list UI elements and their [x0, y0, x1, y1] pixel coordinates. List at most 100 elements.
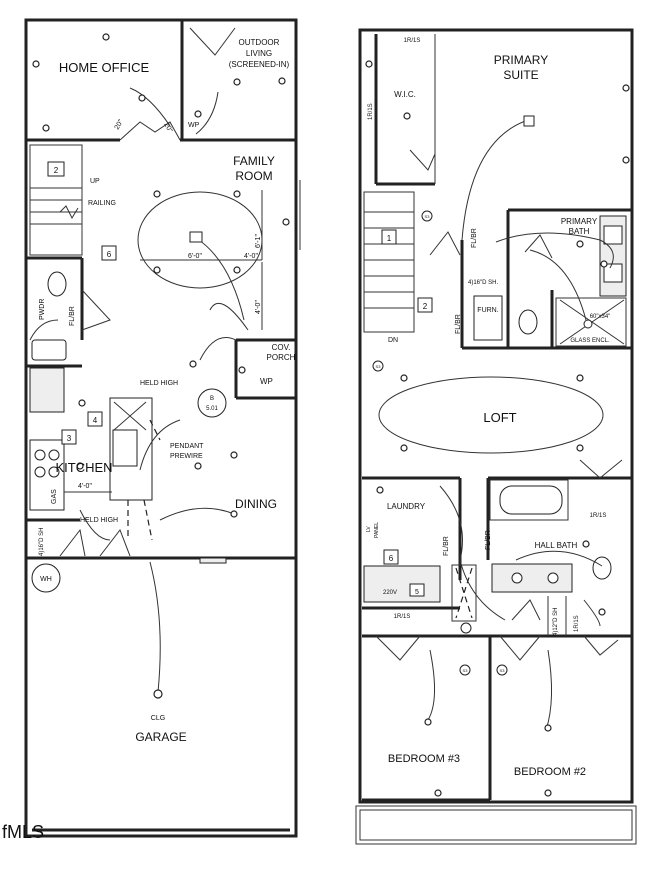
water-heater-icon: [31, 563, 61, 593]
annotation-labels: UP RAILING DN WP WP HELD HIGH HELD HIGH …: [39, 38, 610, 722]
room-cov-porch: COV.: [272, 343, 291, 352]
room-family-2: ROOM: [235, 169, 272, 183]
toilet-icon-2: [518, 309, 538, 335]
label-shelf-1: 1R/1S: [404, 38, 421, 44]
label-dim-20a: 20": [114, 118, 125, 131]
label-pendant-2: PREWIRE: [170, 453, 203, 460]
label-sh-4x16-a: 4)16"D SH: [39, 528, 45, 556]
smoke-detector-5: [496, 664, 508, 676]
second-floor-plan: [355, 28, 637, 845]
label-fl-br-2: FL/BR: [471, 228, 478, 248]
sink-icon-2: [603, 263, 623, 283]
label-pendant: PENDANT: [170, 443, 204, 450]
label-fl-br-5: FL/BR: [485, 530, 492, 550]
label-shelf-4: 1R/1S: [394, 614, 411, 620]
room-bedroom-3: BEDROOM #3: [388, 753, 460, 765]
room-family: FAMILY: [233, 154, 275, 168]
room-primary-bath: PRIMARY: [561, 217, 598, 226]
toilet-icon: [47, 271, 67, 297]
washer-dryer: [363, 565, 441, 603]
room-home-office: HOME OFFICE: [59, 60, 150, 75]
label-railing: RAILING: [88, 200, 116, 207]
first-floor-outline: [24, 18, 298, 838]
tag-2b: 2: [423, 302, 428, 311]
label-gas: GAS: [51, 489, 58, 504]
ref-tag-1: [381, 229, 397, 245]
label-s3-a: S3: [425, 214, 431, 219]
smoke-detector-1: [421, 210, 433, 222]
kitchen-counter: [29, 367, 65, 413]
label-dim-60: 6'-0": [188, 253, 202, 260]
tag-6: 6: [107, 250, 112, 259]
hall-bath-vanity: [491, 563, 573, 593]
bathtub-icon: [499, 485, 563, 515]
first-floor-plan: [24, 18, 301, 838]
linen-closet: [451, 564, 477, 622]
label-lv-panel: LV: [366, 526, 372, 532]
label-s3-b: S3: [376, 364, 382, 369]
label-lv-panel-2: PANEL: [374, 522, 380, 538]
toilet-icon-3: [592, 556, 612, 580]
room-labels: HOME OFFICE OUTDOOR LIVING (SCREENED-IN)…: [39, 38, 598, 778]
smoke-detector-2: [372, 360, 384, 372]
tag-3: 3: [67, 434, 72, 443]
label-s3-d: S3: [500, 668, 506, 673]
ref-tag-5: [409, 583, 425, 597]
label-held-high-1: HELD HIGH: [140, 380, 178, 387]
room-loft: LOFT: [483, 410, 516, 425]
ref-tag-2b: [417, 297, 433, 313]
label-dim-40k: 4'-0": [78, 483, 92, 490]
label-220v: 220V: [383, 590, 397, 596]
room-wic: W.I.C.: [394, 90, 416, 99]
double-door: [119, 121, 181, 141]
room-pwdr: PWDR: [39, 299, 46, 320]
label-up: UP: [90, 178, 100, 185]
ref-tag-6b: [383, 549, 399, 565]
fan-junction-box: [189, 231, 203, 243]
label-s3-c: S3: [463, 668, 469, 673]
label-shelf-5: 1R/1S: [574, 615, 580, 632]
label-shelf-3: 1R/1S: [590, 513, 607, 519]
smoke-detector-3: [460, 622, 472, 634]
island-sink-icon: [112, 429, 138, 467]
label-dim-61: 6'-1": [255, 234, 262, 248]
label-dim-40a: 4'-0": [244, 253, 258, 260]
sink-icon-1: [603, 225, 623, 245]
furnace-closet: [473, 295, 503, 341]
second-floor-lights: [365, 60, 630, 797]
range-icon: [29, 439, 65, 511]
label-ref-501: 5.01: [206, 406, 218, 412]
label-dim-40b: 4'-0": [255, 300, 262, 314]
label-sh-4x12: 4)12"D SH: [553, 608, 559, 636]
room-primary-suite-2: SUITE: [503, 68, 538, 82]
second-floor-outline: [358, 28, 634, 804]
room-garage: GARAGE: [135, 730, 186, 744]
room-primary-bath-2: BATH: [569, 227, 590, 236]
tag-6b: 6: [389, 554, 394, 563]
room-primary-suite: PRIMARY: [494, 53, 548, 67]
room-outdoor-living-3: (SCREENED-IN): [229, 60, 290, 69]
label-fl-br-1: FL/BR: [69, 306, 76, 326]
room-bedroom-2: BEDROOM #2: [514, 766, 586, 778]
room-laundry: LAUNDRY: [387, 502, 426, 511]
ref-bubble-b: [197, 388, 227, 418]
ref-tag-2: [47, 161, 65, 177]
room-cov-porch-2: PORCH: [267, 353, 296, 362]
label-dn: DN: [388, 337, 398, 344]
room-outdoor-living: OUTDOOR: [239, 38, 280, 47]
label-wh: WH: [40, 576, 52, 583]
label-wp-1: WP: [188, 122, 200, 129]
label-held-high-2: HELD HIGH: [80, 517, 118, 524]
outdoor-door-swing: [189, 27, 236, 56]
label-wp-2: WP: [260, 377, 273, 386]
label-fl-br-4: FL/BR: [443, 536, 450, 556]
tag-2: 2: [54, 166, 59, 175]
tag-5: 5: [415, 589, 419, 596]
label-dim-20b: 20": [162, 122, 173, 135]
first-floor-lights: [32, 33, 290, 699]
room-dining: DINING: [235, 497, 277, 511]
label-clg: CLG: [151, 715, 165, 722]
smoke-detector-4: [459, 664, 471, 676]
sink-icon: [31, 339, 67, 361]
